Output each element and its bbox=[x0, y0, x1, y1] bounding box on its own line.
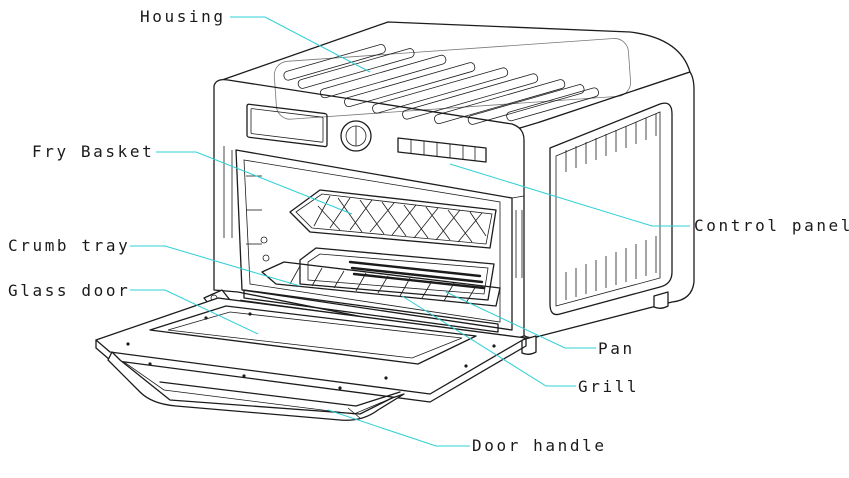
baking-pan bbox=[299, 247, 495, 301]
label-crumb-tray: Crumb tray bbox=[8, 236, 131, 255]
leader-glass-door bbox=[130, 289, 259, 335]
control-knob bbox=[340, 120, 372, 152]
control-buttons bbox=[397, 137, 487, 163]
glass-door bbox=[95, 289, 527, 403]
control-panel bbox=[246, 103, 487, 163]
leader-pan bbox=[445, 291, 596, 349]
door-screws bbox=[126, 312, 496, 390]
leader-lines bbox=[130, 16, 690, 447]
rear-foot bbox=[653, 291, 669, 309]
leader-door-handle bbox=[327, 409, 470, 447]
leader-control-panel bbox=[449, 163, 690, 227]
label-pan: Pan bbox=[598, 339, 635, 358]
label-housing: Housing bbox=[140, 7, 226, 26]
door-glass-window bbox=[149, 305, 477, 365]
leader-grill bbox=[401, 295, 576, 387]
grill-rack bbox=[261, 260, 501, 307]
label-control-panel: Control panel bbox=[694, 216, 849, 235]
leader-crumb-tray bbox=[130, 245, 301, 287]
label-grill: Grill bbox=[578, 377, 640, 396]
top-vents bbox=[273, 38, 631, 125]
fry-basket bbox=[289, 189, 497, 249]
label-glass-door: Glass door bbox=[8, 281, 131, 300]
side-vents bbox=[549, 102, 673, 316]
display-window bbox=[246, 103, 328, 148]
label-door-handle: Door handle bbox=[472, 436, 607, 455]
label-fry-basket: Fry Basket bbox=[32, 142, 155, 161]
leader-housing bbox=[230, 16, 371, 73]
leader-fry-basket bbox=[156, 151, 353, 215]
door-handle bbox=[107, 351, 405, 421]
